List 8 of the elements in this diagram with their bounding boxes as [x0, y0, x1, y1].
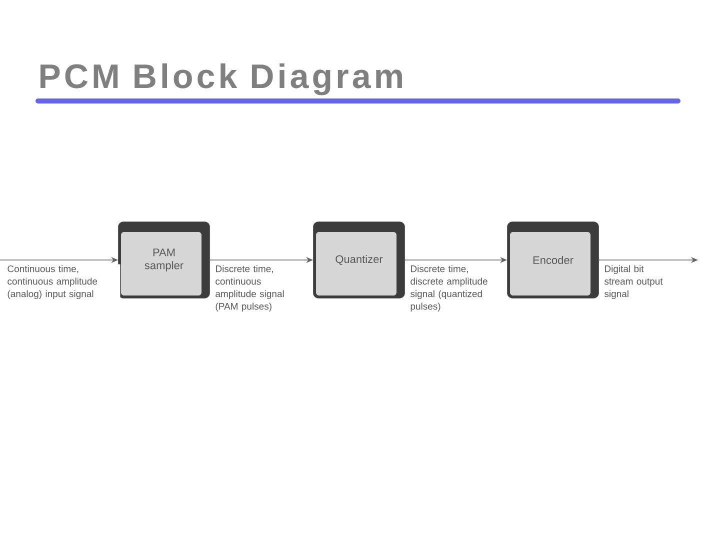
process-box: Quantizer — [313, 222, 405, 298]
process-box: Encoder — [507, 222, 599, 298]
edge-label: Discrete time, continuous amplitude signal (PAM pulses) — [214, 264, 302, 313]
edge-label: Digital bit stream output signal — [603, 264, 672, 300]
process-box: PAM sampler — [118, 222, 210, 298]
edge-label: Continuous time, continuous amplitude (analog) input signal — [6, 264, 120, 300]
title: PCM Block Diagram — [40, 63, 402, 96]
edge-label: Discrete time, discrete amplitude signal (quantized pulses) — [409, 264, 498, 313]
